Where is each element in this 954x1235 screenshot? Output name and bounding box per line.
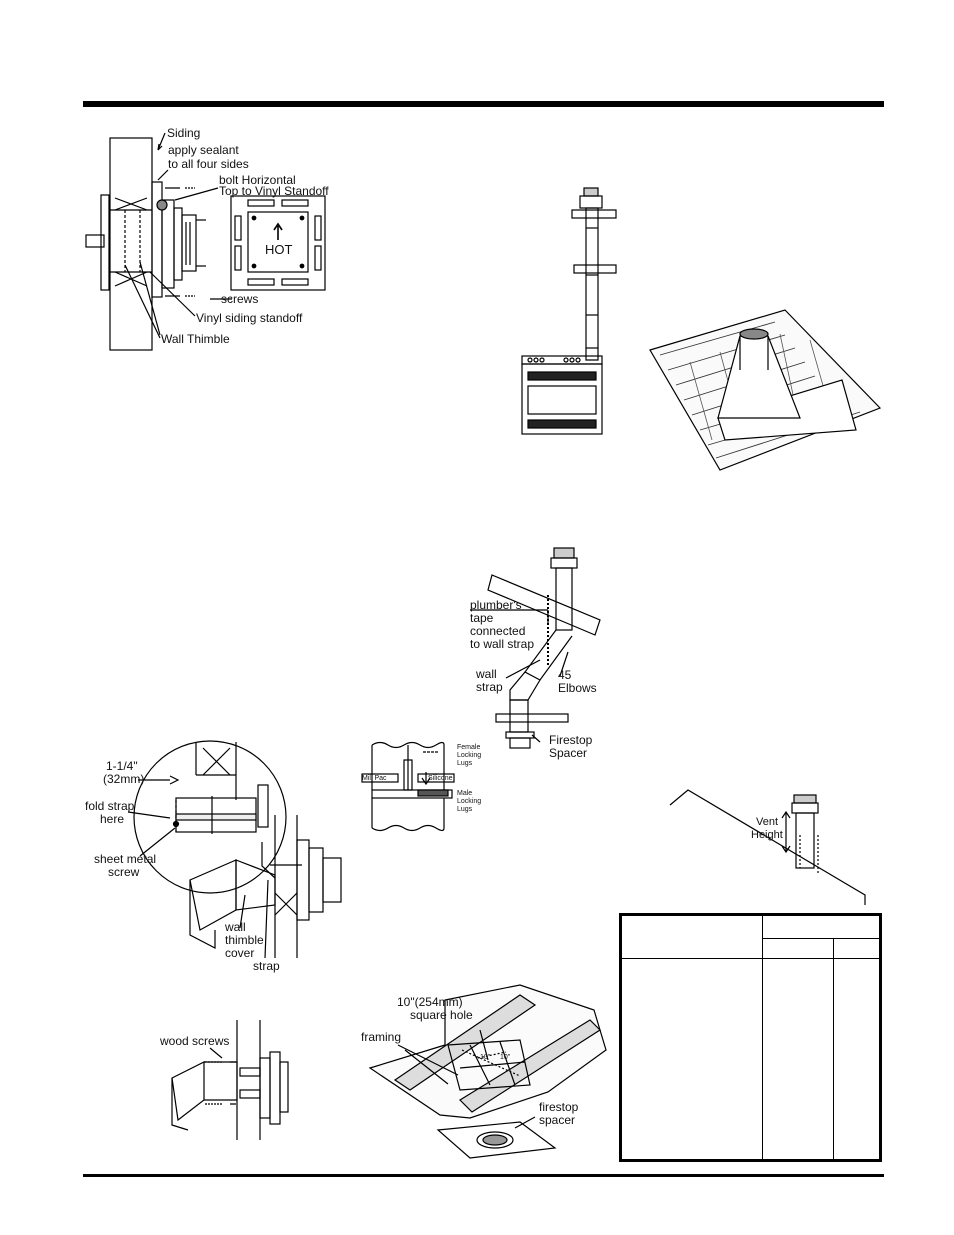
figure-roof-flashing <box>649 309 882 471</box>
label-square-hole-2: square hole <box>410 1008 473 1022</box>
label-siding: Siding <box>167 126 201 140</box>
label-wall-thimble-cover: wall <box>225 920 246 934</box>
label-hot: HOT <box>265 242 293 257</box>
label-ten-right: 10" <box>500 1054 511 1061</box>
figure-locking-lugs <box>361 741 455 832</box>
label-dimension-2: (32mm) <box>103 772 145 786</box>
label-female-lugs-3: Lugs <box>457 760 473 767</box>
top-rule <box>83 101 884 107</box>
figure-hot-plate <box>230 195 326 291</box>
figure-vent-height <box>669 789 866 905</box>
label-silicone: Silicone <box>428 775 453 782</box>
label-45-elbows-2: Elbows <box>558 681 597 695</box>
label-plumbers-tape: plumber's <box>470 598 522 612</box>
label-plumbers-tape-3: connected <box>470 624 526 638</box>
label-sheet-metal-screw-2: screw <box>108 865 140 879</box>
figure-fireplace-vent <box>521 187 617 435</box>
label-firestop-spacer: firestop <box>539 1100 579 1114</box>
label-male-lugs-3: Lugs <box>457 806 473 813</box>
label-plumbers-tape-2: tape <box>470 611 494 625</box>
label-female-lugs: Female <box>457 744 481 751</box>
table-subheader-divider <box>762 938 879 939</box>
figure-vinyl-standoff <box>85 132 232 351</box>
label-wood-screws: wood screws <box>160 1034 230 1048</box>
figure-offset-vent <box>470 547 601 749</box>
label-framing: framing <box>361 1030 402 1044</box>
label-male-lugs-2: Locking <box>457 798 482 805</box>
label-45-elbows: 45 <box>558 668 572 682</box>
table-col2-divider <box>833 938 834 1159</box>
label-male-lugs: Male <box>457 790 473 797</box>
label-wall-thimble: Wall Thimble <box>161 332 230 346</box>
table-col1-divider <box>762 916 763 1159</box>
label-screws: screws <box>221 292 259 306</box>
vent-table <box>619 913 882 1162</box>
label-bolt-horizontal-2: Top to Vinyl Standoff <box>219 184 329 198</box>
label-fold-strap: fold strap <box>85 799 135 813</box>
label-bolt-horizontal: bolt Horizontal <box>219 173 296 187</box>
label-wall-strap-2: strap <box>476 680 503 694</box>
label-vent-height: Vent <box>756 816 779 828</box>
figure-wall-strap-detail <box>127 740 342 959</box>
label-square-hole: 10"(254mm) <box>397 995 463 1009</box>
label-female-lugs-2: Locking <box>457 752 482 759</box>
label-plumbers-tape-4: to wall strap <box>470 637 535 651</box>
label-vinyl-standoff: Vinyl siding standoff <box>196 311 303 325</box>
label-dimension: 1-1/4" <box>106 759 138 773</box>
bottom-rule <box>83 1174 884 1177</box>
label-fold-strap-2: here <box>100 812 125 826</box>
label-firestop: Firestop <box>549 733 593 747</box>
figure-wood-screws <box>171 1020 289 1140</box>
label-wall-strap: wall <box>476 667 497 681</box>
label-mill-pac: Mill Pac <box>362 775 387 782</box>
table-header-divider <box>622 958 879 959</box>
label-firestop-spacer-2: spacer <box>539 1113 576 1127</box>
figure-framing <box>368 984 607 1159</box>
label-ten-left: 10" <box>480 1054 491 1061</box>
label-vent-height-2: Height <box>751 829 783 841</box>
label-apply-sealant: apply sealant <box>168 143 239 157</box>
label-sheet-metal-screw: sheet metal <box>94 852 157 866</box>
label-strap: strap <box>253 959 280 973</box>
label-firestop-2: Spacer <box>549 746 588 760</box>
label-apply-sealant-2: to all four sides <box>168 157 249 171</box>
label-wall-thimble-cover-3: cover <box>225 946 255 960</box>
label-wall-thimble-cover-2: thimble <box>225 933 264 947</box>
